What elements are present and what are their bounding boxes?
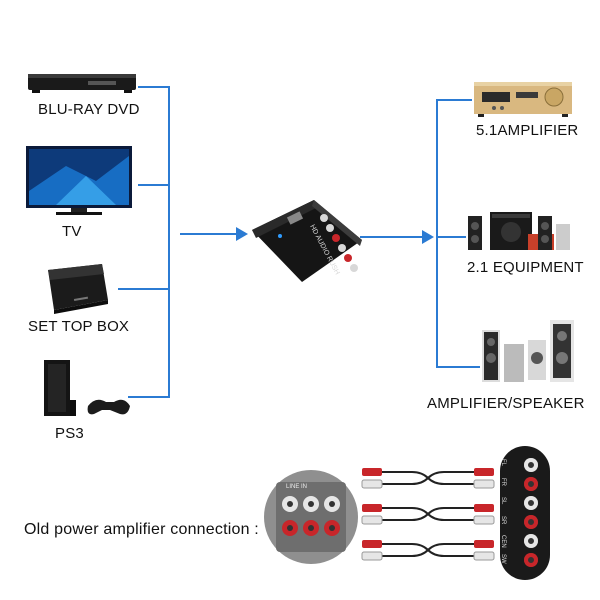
output-label-amplifier-speaker: AMPLIFIER/SPEAKER <box>427 395 585 412</box>
tv-icon <box>26 146 132 215</box>
source-connector-tv <box>138 184 170 186</box>
decoder-port: FL <box>500 456 550 475</box>
source-connector-bluray <box>138 86 170 88</box>
set-top-box-icon <box>48 264 108 314</box>
old-amp-panel: LINE IN <box>264 470 358 564</box>
source-label-bluray: BLU-RAY DVD <box>38 101 140 118</box>
decoder-port-jack <box>524 515 538 529</box>
decoder-port-label: SR <box>500 516 506 525</box>
output-arrow-shaft <box>360 236 424 238</box>
output-label-2-1-equipment: 2.1 EQUIPMENT <box>467 259 584 276</box>
input-arrow-shaft <box>180 233 238 235</box>
hd-audio-decoder-icon: HD AUDIO RUSH <box>252 200 362 282</box>
decoder-port-label: FR <box>500 478 506 486</box>
decoder-port: SR <box>500 513 550 532</box>
rca-cables-icon <box>361 468 495 561</box>
amp-rca-jacks-icon <box>282 496 340 536</box>
speakers-2-1-icon <box>468 212 570 250</box>
decoder-port-label: CEN <box>500 535 506 548</box>
decoder-port-label: SW <box>500 554 506 564</box>
decoder-port: SL <box>500 494 550 513</box>
bluray-player-icon <box>28 74 136 93</box>
decoder-port-jack <box>524 553 538 567</box>
source-bus-line <box>168 86 170 398</box>
decoder-port-list: FL FR SL SR CEN SW <box>500 456 550 570</box>
decoder-port: CEN <box>500 532 550 551</box>
old-amp-panel-label: LINE IN <box>286 484 308 490</box>
decoder-port-jack <box>524 534 538 548</box>
decoder-port: SW <box>500 551 550 570</box>
decoder-port-label: FL <box>500 459 506 467</box>
decoder-port-label: SL <box>500 497 506 505</box>
decoder-port-jack <box>524 458 538 472</box>
source-connector-ps3 <box>128 396 170 398</box>
output-bus-line <box>436 99 438 367</box>
output-connector-amplifier <box>436 99 472 101</box>
amplifier-receiver-icon <box>474 82 572 117</box>
ps3-console-icon <box>44 360 130 416</box>
decoder-port-jack <box>524 496 538 510</box>
output-label-5-1-amplifier: 5.1AMPLIFIER <box>476 122 579 139</box>
input-arrow-head-icon <box>236 227 248 241</box>
output-connector-speaker <box>436 366 480 368</box>
old-amp-panel-inner <box>276 482 346 552</box>
source-label-tv: TV <box>62 223 82 240</box>
source-label-set-top-box: SET TOP BOX <box>28 318 130 335</box>
old-amp-caption: Old power amplifier connection : <box>24 521 259 538</box>
output-connector-2-1 <box>436 236 466 238</box>
decoder-output-panel: FL FR SL SR CEN SW <box>500 446 550 580</box>
decoder-port-jack <box>524 477 538 491</box>
decoder-port: FR <box>500 475 550 494</box>
source-connector-set-top-box <box>118 288 170 290</box>
tower-speakers-icon <box>482 320 574 382</box>
source-label-ps3: PS3 <box>55 425 84 442</box>
output-arrow-head-icon <box>422 230 434 244</box>
